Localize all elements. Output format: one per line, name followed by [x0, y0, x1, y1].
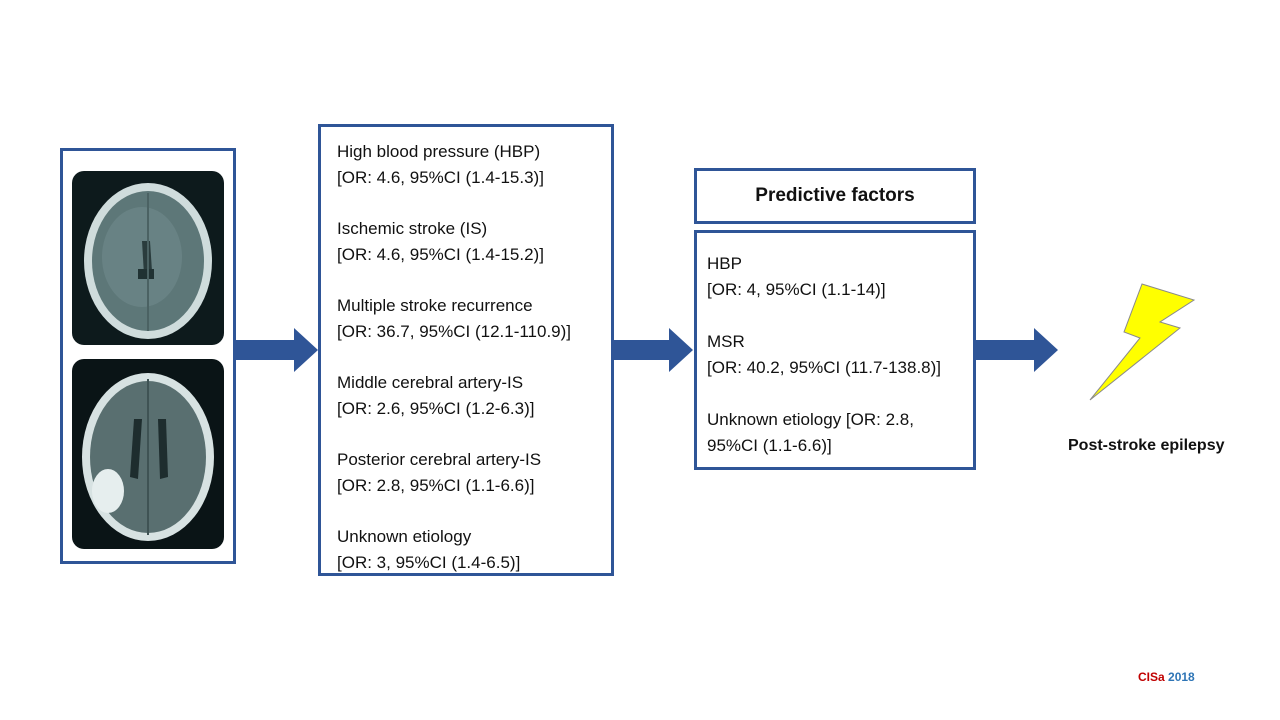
risk-factor-item: High blood pressure (HBP) [OR: 4.6, 95%C…	[337, 139, 611, 191]
risk-factor-stat: [OR: 2.6, 95%CI (1.2-6.3)]	[337, 399, 535, 418]
risk-factors-box: High blood pressure (HBP) [OR: 4.6, 95%C…	[318, 124, 614, 576]
risk-factor-stat: [OR: 3, 95%CI (1.4-6.5)]	[337, 553, 521, 572]
arrow-right-icon	[613, 328, 693, 372]
footer-text-cisa: CISa	[1138, 670, 1165, 684]
risk-factor-name: Posterior cerebral artery-IS	[337, 450, 542, 469]
predictive-factor-item: MSR [OR: 40.2, 95%CI (11.7-138.8)]	[707, 329, 973, 381]
arrow-right-icon	[236, 328, 318, 372]
risk-factor-stat: [OR: 2.8, 95%CI (1.1-6.6)]	[337, 476, 535, 495]
predictive-factor-stat: [OR: 40.2, 95%CI (11.7-138.8)]	[707, 358, 942, 377]
risk-factor-name: Middle cerebral artery-IS	[337, 373, 524, 392]
ct-images-panel	[60, 148, 236, 564]
risk-factor-name: High blood pressure (HBP)	[337, 142, 541, 161]
risk-factor-stat: [OR: 4.6, 95%CI (1.4-15.2)]	[337, 245, 544, 264]
predictive-factors-title-box: Predictive factors	[694, 168, 976, 224]
ct-scan-image-1	[72, 171, 224, 345]
predictive-factor-name: Unknown etiology [OR: 2.8,	[707, 410, 914, 429]
risk-factor-name: Multiple stroke recurrence	[337, 296, 533, 315]
lightning-bolt-icon	[1089, 283, 1196, 401]
predictive-factor-stat: 95%CI (1.1-6.6)]	[707, 436, 832, 455]
risk-factor-item: Unknown etiology [OR: 3, 95%CI (1.4-6.5)…	[337, 524, 611, 576]
footer-logo-text: CISa 2018	[1138, 670, 1195, 684]
predictive-factor-name: HBP	[707, 254, 742, 273]
risk-factor-item: Middle cerebral artery-IS [OR: 2.6, 95%C…	[337, 370, 611, 422]
risk-factor-name: Ischemic stroke (IS)	[337, 219, 488, 238]
outcome-label: Post-stroke epilepsy	[1068, 437, 1225, 454]
predictive-factors-box: HBP [OR: 4, 95%CI (1.1-14)] MSR [OR: 40.…	[694, 230, 976, 470]
predictive-factor-stat: [OR: 4, 95%CI (1.1-14)]	[707, 280, 886, 299]
predictive-factor-name: MSR	[707, 332, 745, 351]
risk-factor-item: Ischemic stroke (IS) [OR: 4.6, 95%CI (1.…	[337, 216, 611, 268]
risk-factor-item: Multiple stroke recurrence [OR: 36.7, 95…	[337, 293, 611, 345]
risk-factor-stat: [OR: 4.6, 95%CI (1.4-15.3)]	[337, 168, 544, 187]
predictive-factor-item: HBP [OR: 4, 95%CI (1.1-14)]	[707, 251, 973, 303]
predictive-factor-item: Unknown etiology [OR: 2.8, 95%CI (1.1-6.…	[707, 407, 973, 459]
ct-scan-image-2	[72, 359, 224, 549]
risk-factor-item: Posterior cerebral artery-IS [OR: 2.8, 9…	[337, 447, 611, 499]
footer-text-year: 2018	[1168, 670, 1195, 684]
predictive-factors-title: Predictive factors	[755, 185, 915, 206]
risk-factor-stat: [OR: 36.7, 95%CI (12.1-110.9)]	[337, 322, 572, 341]
arrow-right-icon	[976, 328, 1058, 372]
risk-factor-name: Unknown etiology	[337, 527, 472, 546]
